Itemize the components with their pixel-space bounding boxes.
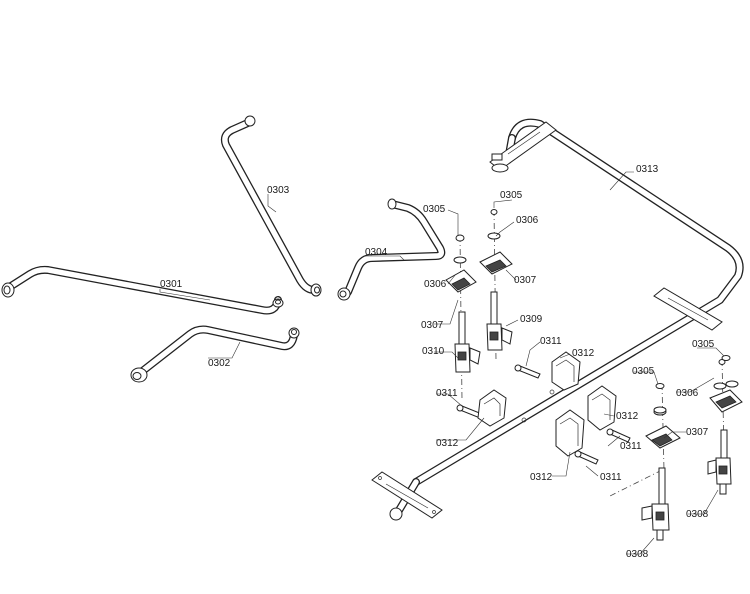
label-0311-d: 0311: [600, 472, 622, 483]
label-0307-c: 0307: [686, 427, 709, 438]
label-0308-a: 0308: [686, 509, 709, 520]
gas-pipe-0304: [337, 198, 446, 301]
label-0306-a: 0306: [516, 215, 539, 226]
washers-right: [653, 355, 739, 414]
label-0312-a: 0312: [572, 348, 595, 359]
label-0303: 0303: [267, 185, 290, 196]
gas-pipe-0301: [1, 265, 284, 315]
label-0312-d: 0312: [530, 472, 553, 483]
label-0308-b: 0308: [626, 549, 649, 560]
clip-0312-upper: [551, 351, 581, 391]
label-0312-b: 0312: [436, 438, 459, 449]
label-0313: 0313: [636, 164, 659, 175]
label-0312-c: 0312: [616, 411, 639, 422]
screw-0311-mid: [574, 450, 599, 465]
label-0301: 0301: [160, 279, 183, 290]
label-0302: 0302: [208, 358, 231, 369]
clip-0312-left: [477, 389, 507, 427]
injector-assembly-lower-left: [609, 383, 681, 541]
label-0311-b: 0311: [436, 388, 458, 399]
clip-0312-right: [587, 385, 617, 431]
label-0306-b: 0306: [424, 279, 447, 290]
injector-assembly-right: [479, 209, 513, 361]
gas-pipe-0302: [130, 325, 300, 383]
label-0309: 0309: [520, 314, 543, 325]
screw-0311-upper: [514, 364, 541, 379]
label-0305-d: 0305: [632, 366, 655, 377]
label-0310: 0310: [422, 346, 445, 357]
label-0311-a: 0311: [540, 336, 562, 347]
label-0311-c: 0311: [620, 441, 642, 452]
leader-lines: [159, 171, 725, 555]
gas-pipe-0303: [220, 115, 322, 297]
label-0305-a: 0305: [423, 204, 446, 215]
injector-assembly-left: [445, 234, 481, 401]
label-0307-a: 0307: [514, 275, 537, 286]
label-0307-b: 0307: [421, 320, 444, 331]
clip-0312-mid: [555, 409, 585, 457]
manifold-frame-0313: [371, 118, 744, 521]
label-0304: 0304: [365, 247, 388, 258]
label-0305-c: 0305: [692, 339, 715, 350]
injector-assembly-lower-right: [707, 359, 743, 495]
label-0306-c: 0306: [676, 388, 699, 399]
part-labels: 0301 0302 0303 0304 0305 0305 0305 0305 …: [160, 164, 715, 560]
label-0305-b: 0305: [500, 190, 523, 201]
